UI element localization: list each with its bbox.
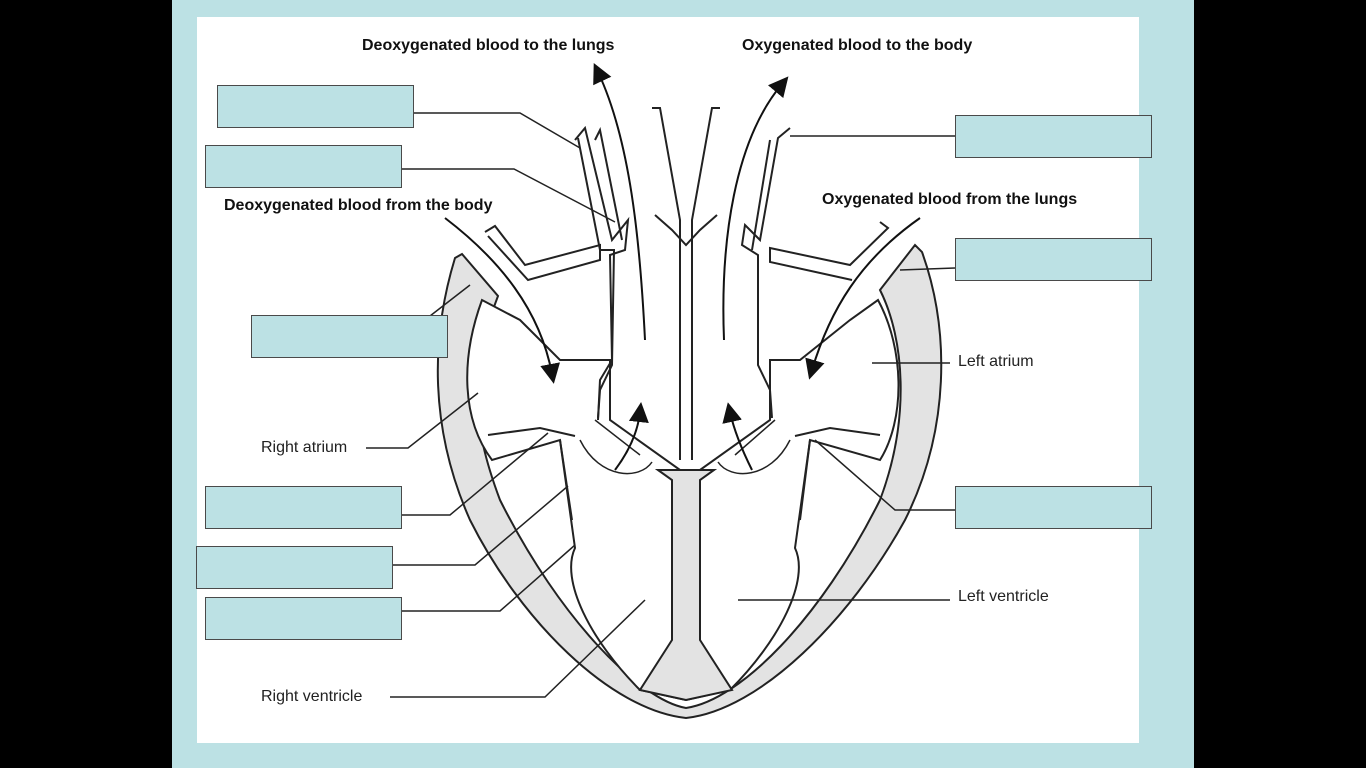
semilunar-valves: [579, 419, 791, 475]
label-left-ventricle: Left ventricle: [958, 588, 1049, 605]
arrow-oxy-from-lungs: [805, 217, 921, 380]
blank-label-box-4[interactable]: [205, 486, 402, 529]
tricuspid-valve: [487, 426, 576, 521]
blank-label-box-7[interactable]: [955, 115, 1152, 158]
label-right-atrium: Right atrium: [261, 439, 348, 456]
pulmonary-artery: [574, 125, 630, 421]
label-deoxy-from-body: Deoxygenated blood from the body: [224, 197, 493, 214]
blank-label-box-2[interactable]: [205, 145, 402, 188]
blank-label-box-1[interactable]: [217, 85, 414, 128]
bicuspid-valve: [794, 426, 881, 521]
pulmonary-vein: [769, 221, 890, 281]
central-vessel-left: [652, 107, 681, 460]
arrow-deoxy-to-lungs: [593, 62, 646, 341]
arrow-oxy-to-body: [722, 76, 789, 341]
label-oxy-to-body: Oxygenated blood to the body: [742, 37, 973, 54]
blank-label-box-9[interactable]: [955, 486, 1152, 529]
blank-label-box-8[interactable]: [955, 238, 1152, 281]
heart-outer-wall: [436, 243, 943, 720]
label-deoxy-to-lungs: Deoxygenated blood to the lungs: [362, 37, 615, 54]
central-vessel-right: [691, 107, 720, 460]
blank-label-box-6[interactable]: [205, 597, 402, 640]
arrow-ra-to-pa: [614, 402, 649, 471]
arrow-lv-to-aorta: [722, 402, 753, 471]
septum: [638, 469, 734, 702]
blank-label-box-5[interactable]: [196, 546, 393, 589]
label-left-atrium: Left atrium: [958, 353, 1034, 370]
arrow-deoxy-from-body: [444, 217, 560, 384]
aorta: [740, 127, 791, 419]
label-right-ventricle: Right ventricle: [261, 688, 363, 705]
vena-cava: [484, 224, 601, 282]
label-oxy-from-lungs: Oxygenated blood from the lungs: [822, 191, 1078, 208]
blank-label-box-3[interactable]: [251, 315, 448, 358]
leader-lines: [366, 112, 956, 698]
